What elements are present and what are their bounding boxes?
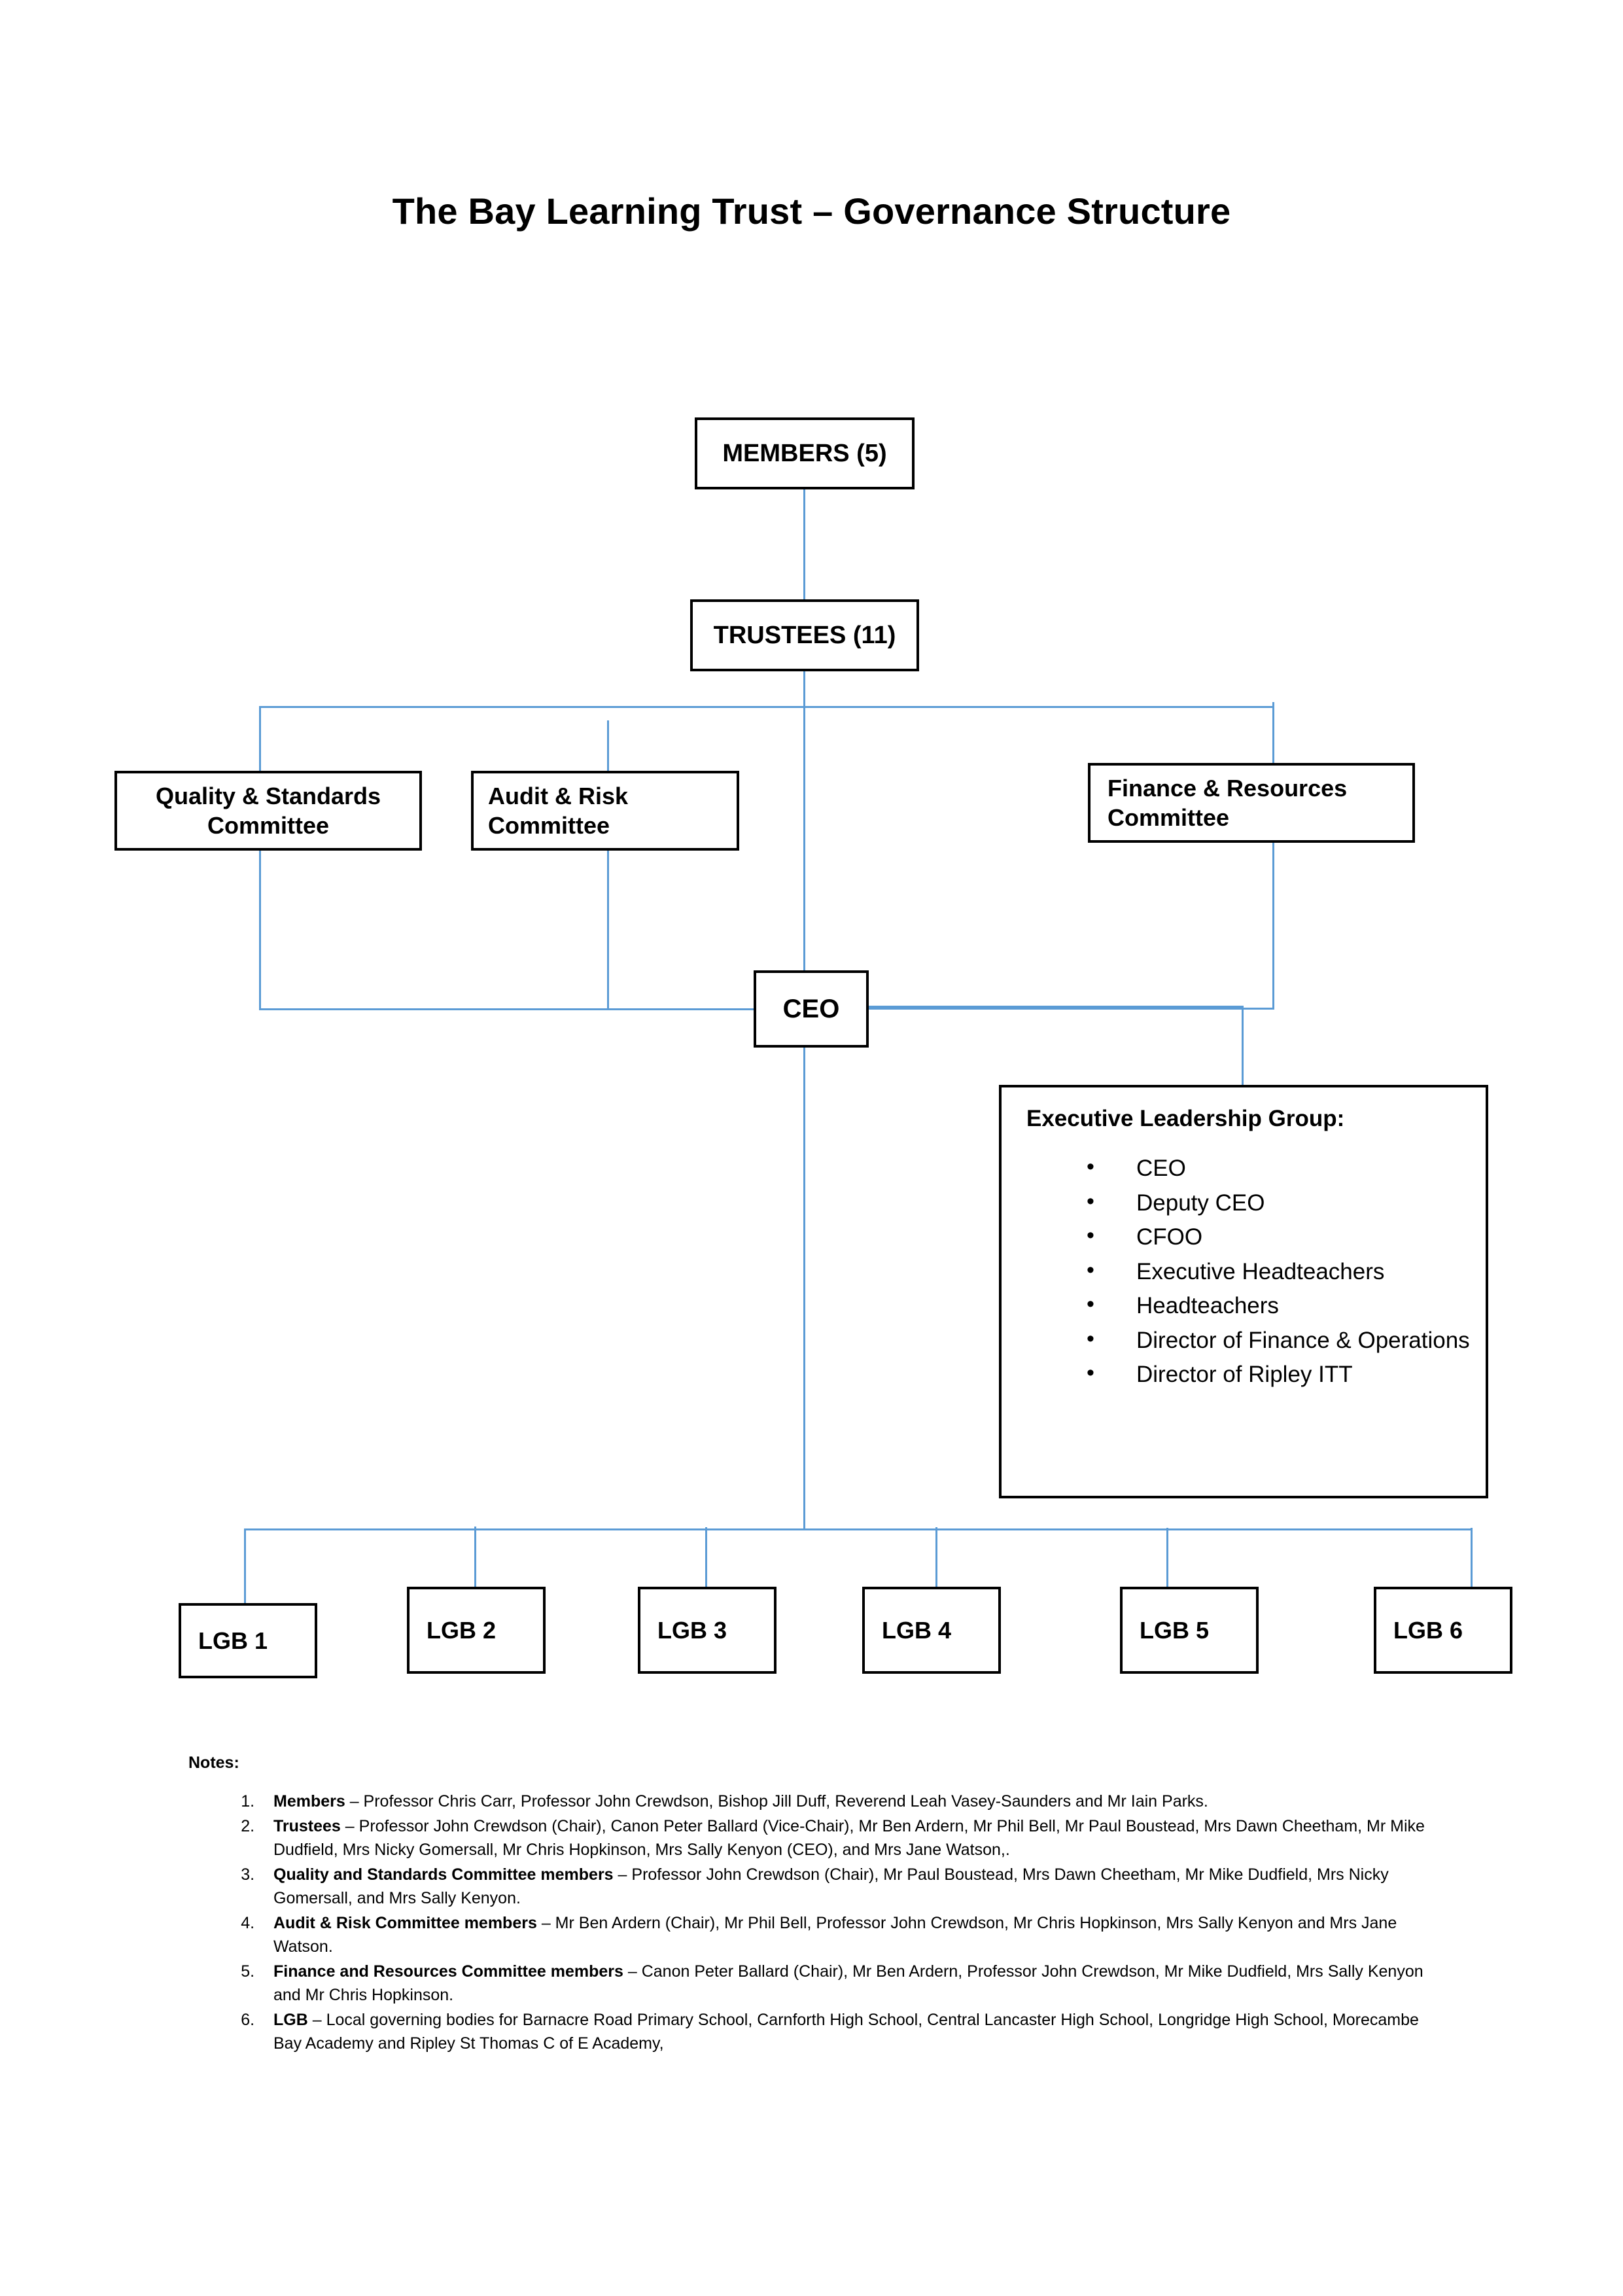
node-quality-line1: Quality & Standards bbox=[155, 783, 381, 809]
node-lgb-3-label: LGB 3 bbox=[657, 1616, 727, 1644]
elg-item: Deputy CEO bbox=[1087, 1185, 1486, 1221]
node-audit-line2: Committee bbox=[488, 812, 610, 839]
connector-bar-to-finance bbox=[1272, 702, 1274, 763]
note-term: Quality and Standards Committee members bbox=[273, 1865, 614, 1884]
connector-members-to-trustees bbox=[803, 489, 805, 599]
node-quality-line2: Committee bbox=[207, 812, 330, 839]
node-lgb-4-label: LGB 4 bbox=[882, 1616, 952, 1644]
node-trustees[interactable]: TRUSTEES (11) bbox=[690, 599, 919, 671]
connector-bar-to-lgb5 bbox=[1166, 1528, 1168, 1587]
note-term: Trustees bbox=[273, 1816, 341, 1835]
node-finance-line1: Finance & Resources bbox=[1108, 775, 1348, 802]
connector-bar-to-ceo bbox=[803, 706, 805, 970]
note-term: Members bbox=[273, 1792, 345, 1810]
connector-quality-down bbox=[259, 851, 261, 1010]
elg-item: Executive Headteachers bbox=[1087, 1254, 1486, 1290]
connector-left-feeder-bar bbox=[259, 1008, 754, 1010]
node-executive-leadership-group[interactable]: Executive Leadership Group: CEO Deputy C… bbox=[999, 1085, 1488, 1498]
node-finance-line2: Committee bbox=[1108, 804, 1230, 831]
note-body: – Canon Peter Ballard (Chair), Mr Ben Ar… bbox=[273, 1962, 1423, 2005]
connector-bar-to-quality bbox=[259, 706, 261, 771]
connector-bar-to-lgb2 bbox=[474, 1527, 476, 1587]
note-item: Members – Professor Chris Carr, Professo… bbox=[259, 1790, 1451, 1814]
node-lgb-6[interactable]: LGB 6 bbox=[1374, 1587, 1512, 1674]
connector-trustees-distribution-bar bbox=[259, 706, 1274, 708]
node-lgb-1-label: LGB 1 bbox=[198, 1627, 268, 1654]
node-audit-line1: Audit & Risk bbox=[488, 783, 629, 809]
node-finance-resources-committee[interactable]: Finance & Resources Committee bbox=[1088, 763, 1415, 843]
connector-bar-to-lgb3 bbox=[705, 1527, 707, 1587]
connector-trustees-stem bbox=[803, 671, 805, 720]
connector-ceo-down-to-lgb-bar bbox=[803, 1048, 805, 1530]
node-lgb-1[interactable]: LGB 1 bbox=[179, 1603, 317, 1678]
elg-title: Executive Leadership Group: bbox=[1026, 1106, 1345, 1131]
node-members[interactable]: MEMBERS (5) bbox=[695, 417, 915, 489]
node-lgb-2-label: LGB 2 bbox=[427, 1616, 497, 1644]
note-body: – Professor John Crewdson (Chair), Canon… bbox=[273, 1816, 1425, 1860]
notes-heading: Notes: bbox=[188, 1754, 239, 1772]
note-item: Trustees – Professor John Crewdson (Chai… bbox=[259, 1814, 1451, 1862]
elg-list: CEO Deputy CEO CFOO Executive Headteache… bbox=[1002, 1150, 1486, 1392]
note-item: Audit & Risk Committee members – Mr Ben … bbox=[259, 1911, 1451, 1959]
note-term: LGB bbox=[273, 2010, 308, 2029]
connector-bar-to-lgb6 bbox=[1471, 1528, 1473, 1587]
connector-bar-to-lgb1 bbox=[244, 1528, 246, 1603]
node-members-label: MEMBERS (5) bbox=[722, 439, 887, 467]
elg-item: CFOO bbox=[1087, 1219, 1486, 1255]
notes-list: Members – Professor Chris Carr, Professo… bbox=[188, 1790, 1451, 2056]
note-body: – Professor John Crewdson (Chair), Mr Pa… bbox=[273, 1865, 1389, 1908]
connector-audit-down bbox=[607, 851, 609, 1010]
connector-lgb-distribution-bar bbox=[244, 1528, 1473, 1530]
node-lgb-5-label: LGB 5 bbox=[1140, 1616, 1210, 1644]
notes-section: Notes: Members – Professor Chris Carr, P… bbox=[188, 1754, 1451, 2057]
elg-item: Director of Ripley ITT bbox=[1087, 1356, 1486, 1392]
node-lgb-4[interactable]: LGB 4 bbox=[862, 1587, 1001, 1674]
connector-ceo-to-elg-horizontal bbox=[869, 1006, 1244, 1008]
note-body: – Professor Chris Carr, Professor John C… bbox=[345, 1792, 1208, 1810]
note-body: – Mr Ben Ardern (Chair), Mr Phil Bell, P… bbox=[273, 1913, 1397, 1956]
node-lgb-2[interactable]: LGB 2 bbox=[407, 1587, 546, 1674]
node-audit-risk-committee[interactable]: Audit & Risk Committee bbox=[471, 771, 739, 851]
connector-ceo-to-elg-vertical bbox=[1242, 1006, 1244, 1085]
node-lgb-5[interactable]: LGB 5 bbox=[1120, 1587, 1259, 1674]
page-title: The Bay Learning Trust – Governance Stru… bbox=[392, 190, 1231, 232]
node-ceo[interactable]: CEO bbox=[754, 970, 869, 1048]
connector-finance-down bbox=[1272, 843, 1274, 1009]
elg-item: Headteachers bbox=[1087, 1288, 1486, 1324]
note-item: Finance and Resources Committee members … bbox=[259, 1960, 1451, 2007]
note-body: – Local governing bodies for Barnacre Ro… bbox=[273, 2010, 1419, 2053]
elg-item: Director of Finance & Operations bbox=[1087, 1322, 1486, 1358]
node-quality-standards-committee[interactable]: Quality & Standards Committee bbox=[114, 771, 422, 851]
node-trustees-label: TRUSTEES (11) bbox=[713, 621, 896, 649]
note-item: LGB – Local governing bodies for Barnacr… bbox=[259, 2008, 1451, 2056]
note-item: Quality and Standards Committee members … bbox=[259, 1863, 1451, 1911]
elg-item: CEO bbox=[1087, 1150, 1486, 1186]
note-term: Audit & Risk Committee members bbox=[273, 1913, 537, 1932]
node-lgb-6-label: LGB 6 bbox=[1393, 1616, 1463, 1644]
node-lgb-3[interactable]: LGB 3 bbox=[638, 1587, 777, 1674]
note-term: Finance and Resources Committee members bbox=[273, 1962, 623, 1981]
node-ceo-label: CEO bbox=[782, 994, 840, 1023]
connector-bar-to-audit bbox=[607, 720, 609, 771]
connector-right-feeder-bar bbox=[869, 1008, 1274, 1010]
connector-bar-to-lgb4 bbox=[935, 1527, 937, 1587]
